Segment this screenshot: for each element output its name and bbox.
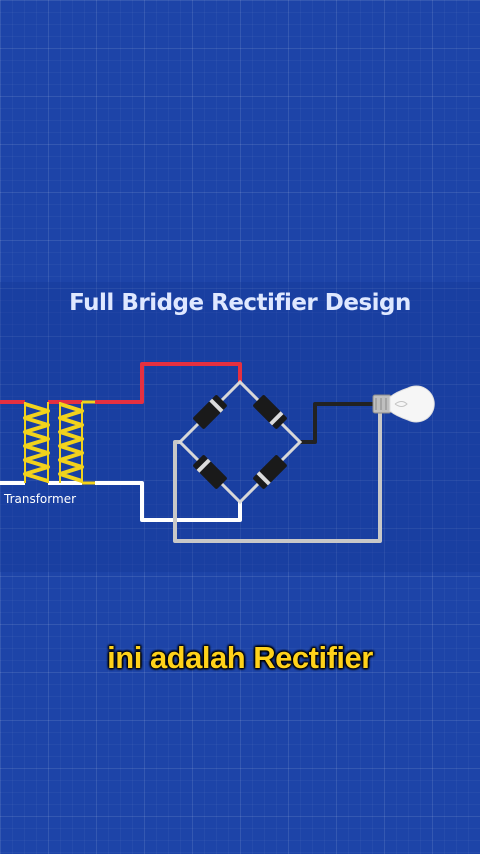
diagram-title: Full Bridge Rectifier Design — [69, 290, 411, 316]
diode-top-left — [193, 395, 227, 429]
white-wire — [0, 481, 242, 522]
transformer — [23, 400, 95, 485]
caption: ini adalah Rectifier — [107, 640, 373, 675]
secondary-coil — [58, 402, 84, 483]
rectifier-circuit: Transformer — [0, 362, 435, 543]
primary-coil — [23, 402, 50, 483]
gray-wire — [173, 410, 382, 543]
red-wire — [0, 362, 242, 404]
diode-bottom-left — [193, 455, 227, 489]
diode-bottom-right — [253, 455, 287, 489]
bridge-frame — [177, 379, 303, 505]
diode-top-right — [253, 395, 287, 429]
light-bulb-icon — [372, 385, 435, 423]
transformer-label: Transformer — [3, 492, 76, 506]
black-wire — [300, 402, 378, 444]
